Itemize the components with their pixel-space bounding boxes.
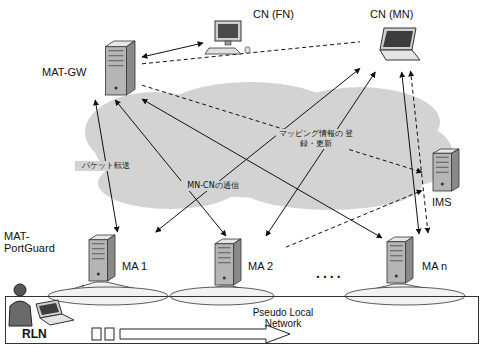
network-cloud [85, 82, 453, 210]
network-band: Pseudo Local Network [5, 296, 479, 344]
correspondent-node: CN (MN) [362, 6, 434, 70]
coverage-cones [48, 282, 465, 305]
mobility-agent: MA 2 [212, 238, 284, 288]
edge-label: マッピング情報の 登録・更新 [276, 129, 356, 149]
edge-label: MN-CNの通信 [177, 181, 249, 191]
device-icon [6, 282, 78, 332]
node-label: MA 1 [122, 260, 147, 272]
roaming-node: RLN [6, 282, 80, 344]
mobility-agent: MA n [384, 236, 460, 286]
node-label: Pseudo Local Network [248, 307, 318, 329]
signal-link [142, 42, 360, 64]
person-icon [6, 282, 78, 328]
movement-arrow [92, 325, 290, 343]
server-icon [430, 148, 460, 192]
pc-icon [205, 20, 253, 56]
data-link [142, 43, 203, 57]
correspondent-node: CN (FN) [205, 6, 305, 56]
node-label: MA n [422, 260, 447, 272]
node-label: MAT-GW [42, 66, 86, 78]
device-icon [430, 148, 460, 196]
signal-link [286, 190, 422, 247]
device-icon [102, 40, 136, 100]
laptop-icon [376, 26, 422, 62]
data-link [266, 72, 375, 236]
ellipsis-mark: .... [316, 266, 356, 281]
signal-link [82, 285, 84, 286]
device-name: MAT- PortGuard [4, 230, 66, 254]
device-icon [376, 26, 422, 66]
node-label: RLN [22, 328, 47, 341]
server-icon [102, 40, 136, 96]
server-icon [86, 234, 116, 282]
data-link [402, 72, 419, 234]
signal-link [142, 85, 422, 172]
device-icon [384, 236, 414, 288]
signal-link [411, 71, 428, 233]
node-label: CN (FN) [253, 8, 294, 20]
server-icon [212, 238, 242, 286]
edge-label: パケット転送 [75, 161, 137, 171]
node-label: CN (MN) [370, 8, 413, 20]
node-label: IMS [432, 196, 452, 208]
ims-server: IMS [424, 148, 470, 212]
mobility-agent: MA 1 [86, 234, 158, 284]
device-icon [212, 238, 242, 290]
device-icon [86, 234, 116, 286]
data-link [156, 68, 360, 232]
server-icon [384, 236, 414, 284]
data-link [142, 99, 382, 238]
gateway-node: MAT-GW [40, 40, 140, 98]
node-label: MA 2 [248, 260, 273, 272]
device-icon [205, 20, 253, 60]
